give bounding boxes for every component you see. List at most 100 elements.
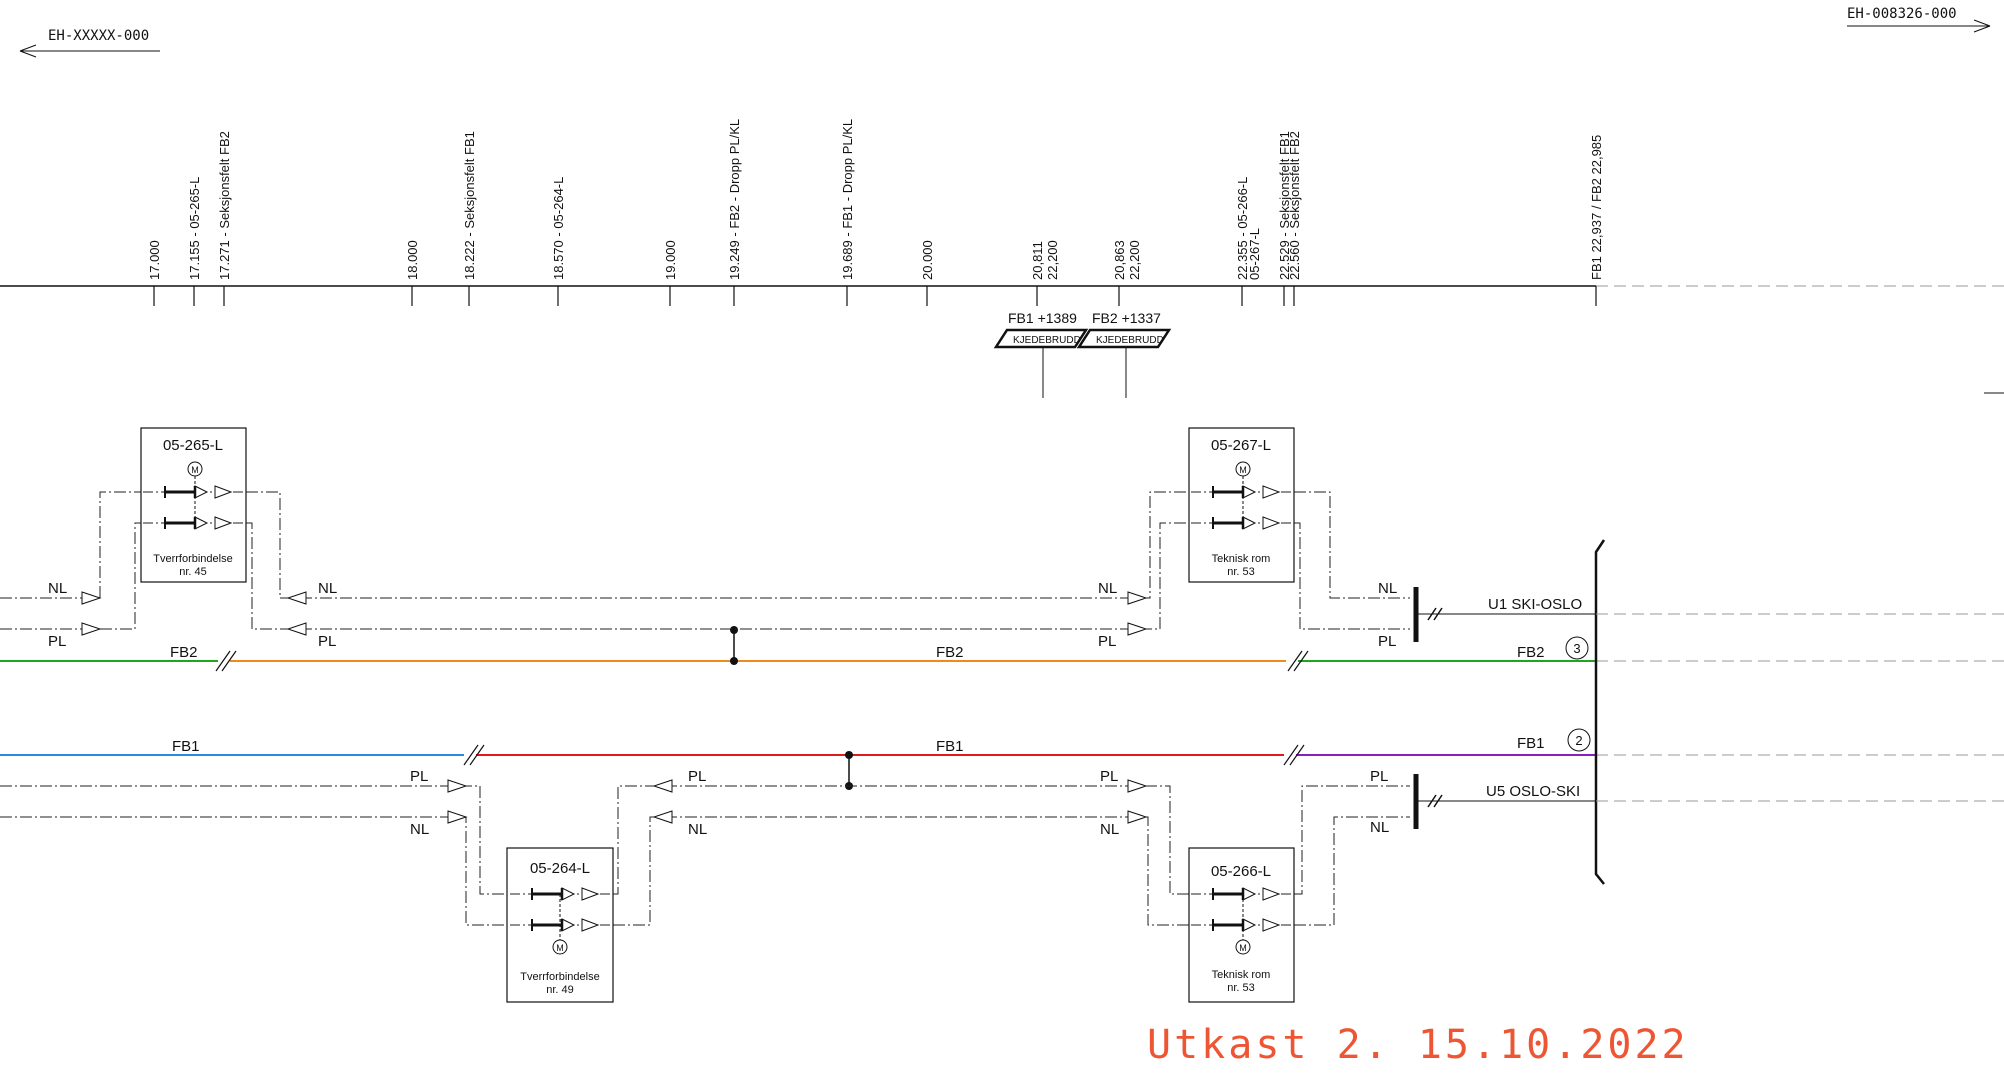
chain-break-fb2-tag: KJEDEBRUDD [1096,335,1164,346]
km-marker-label: 20.000 [920,240,935,280]
km-marker-label: 22,200 [1127,240,1142,280]
nl-label-3: NL [1098,580,1117,597]
switch-id: 05-265-L [163,437,223,454]
track-u1-label: U1 SKI-OSLO [1488,596,1582,613]
direction-arrow-icon [81,622,102,636]
switch-05-267-L[interactable]: 05-267-L M Teknisk rom nr. 53 [1188,427,1295,583]
fb2-label-right: FB2 [1517,644,1545,661]
fb1-label-mid: FB1 [936,738,964,755]
cable-line [246,491,1189,599]
direction-arrow-icon [286,622,307,636]
cable-line [1294,785,1410,895]
chain-break-fb2: FB2 +1337 KJEDEBRUDD [1076,310,1172,398]
arrow-left-icon [19,44,37,58]
fb1-label-right: FB1 [1517,735,1545,752]
chain-break-fb1: FB1 +1389 KJEDEBRUDD [993,310,1089,398]
km-marker-label: 22.529 - Seksjonsfelt FB1 [1277,131,1292,280]
cable-labels: NL PL NL PL NL PL NL PL PL NL PL NL PL N… [48,580,1397,838]
cable-line [246,522,1189,630]
nl-label-2: NL [318,580,337,597]
km-marker-label: 19.000 [663,240,678,280]
direction-arrows [81,591,1148,824]
nl-label-7: NL [1100,821,1119,838]
pl-label-2: PL [318,633,336,650]
chain-break-fb1-label: FB1 +1389 [1008,310,1077,326]
cable-line [0,785,507,895]
track-busbar: U1 SKI-OSLO U5 OSLO-SKI [1413,539,2004,885]
motor-icon: M [1239,465,1247,475]
pl-label-8: PL [1370,768,1388,785]
km-marker-label: 18.222 - Seksjonsfelt FB1 [462,131,477,280]
cable-line [613,816,1189,926]
cable-line [1294,522,1410,630]
direction-arrow-icon [447,810,468,824]
switch-location: Tverrforbindelse [153,553,232,565]
cable-line [0,522,141,630]
fb2-label-left: FB2 [170,644,198,661]
fb1-circle-number: 2 [1575,733,1582,748]
km-marker-label: 17.271 - Seksjonsfelt FB2 [217,131,232,280]
switch-id: 05-266-L [1211,863,1271,880]
fb2-circle-number: 3 [1573,641,1580,656]
feeder-fb1: FB1 FB1 FB1 2 [0,728,2004,766]
switch-id: 05-264-L [530,860,590,877]
fb2-label-mid: FB2 [936,644,964,661]
switch-location: Teknisk rom [1212,553,1271,565]
pl-label-7: PL [1100,768,1118,785]
track-u5-label: U5 OSLO-SKI [1486,783,1580,800]
arrow-right-icon [1973,19,1991,33]
switch-05-265-L[interactable]: 05-265-L M Tverrforbindelse nr. 45 [140,427,247,583]
km-marker-label: 22.560 - Seksjonsfelt FB2 [1287,131,1302,280]
direction-arrow-icon [1127,779,1148,793]
km-marker-label: 05-267-L [1247,228,1262,280]
km-marker-label: 19.249 - FB2 - Dropp PL/KL [727,119,742,280]
pl-label-1: PL [48,633,66,650]
junctions [730,626,853,790]
pl-label-6: PL [688,768,706,785]
pl-label-5: PL [410,768,428,785]
cable-line [0,816,507,926]
pl-label-4: PL [1378,633,1396,650]
switch-number: nr. 45 [179,566,207,578]
ref-left: EH-XXXXX-000 [19,28,160,58]
direction-arrow-icon [1127,591,1148,605]
direction-arrow-icon [447,779,468,793]
km-marker-label: 17.000 [147,240,162,280]
chain-break-fb1-tag: KJEDEBRUDD [1013,335,1081,346]
direction-arrow-icon [286,591,307,605]
cable-line [1294,816,1410,926]
km-marker-label: 17.155 - 05-265-L [187,177,202,280]
chain-break-fb2-label: FB2 +1337 [1092,310,1161,326]
switch-id: 05-267-L [1211,437,1271,454]
feeder-fb2: FB2 FB2 FB2 3 [0,636,2004,672]
km-marker-label: 22,200 [1045,240,1060,280]
km-marker-label: 22.355 - 05-266-L [1235,177,1250,280]
cable-line [613,785,1189,895]
ref-right-text: EH-008326-000 [1847,6,1957,22]
fb1-label-left: FB1 [172,738,200,755]
direction-arrow-icon [81,591,102,605]
direction-arrow-icon [1127,622,1148,636]
cable-line [0,491,141,599]
km-marker-label: FB1 22,937 / FB2 22,985 [1589,135,1604,280]
ref-left-text: EH-XXXXX-000 [48,28,149,44]
switch-number: nr. 49 [546,984,574,996]
motor-icon: M [556,943,564,953]
direction-arrow-icon [1127,810,1148,824]
direction-arrow-icon [652,810,673,824]
motor-icon: M [1239,943,1247,953]
km-ticks: 17.000 17.155 - 05-265-L 17.271 - Seksjons… [147,119,1604,306]
km-marker-label: 20,811 [1030,241,1045,280]
direction-arrow-icon [652,779,673,793]
cable-line [1294,491,1410,599]
km-marker-label: 18.570 - 05-264-L [551,177,566,280]
switch-number: nr. 53 [1227,982,1255,994]
nl-label-4: NL [1378,580,1397,597]
nl-label-1: NL [48,580,67,597]
km-marker-label: 19.689 - FB1 - Dropp PL/KL [840,119,855,280]
switch-location: Teknisk rom [1212,969,1271,981]
nl-label-5: NL [410,821,429,838]
ref-right: EH-008326-000 [1847,6,1991,33]
